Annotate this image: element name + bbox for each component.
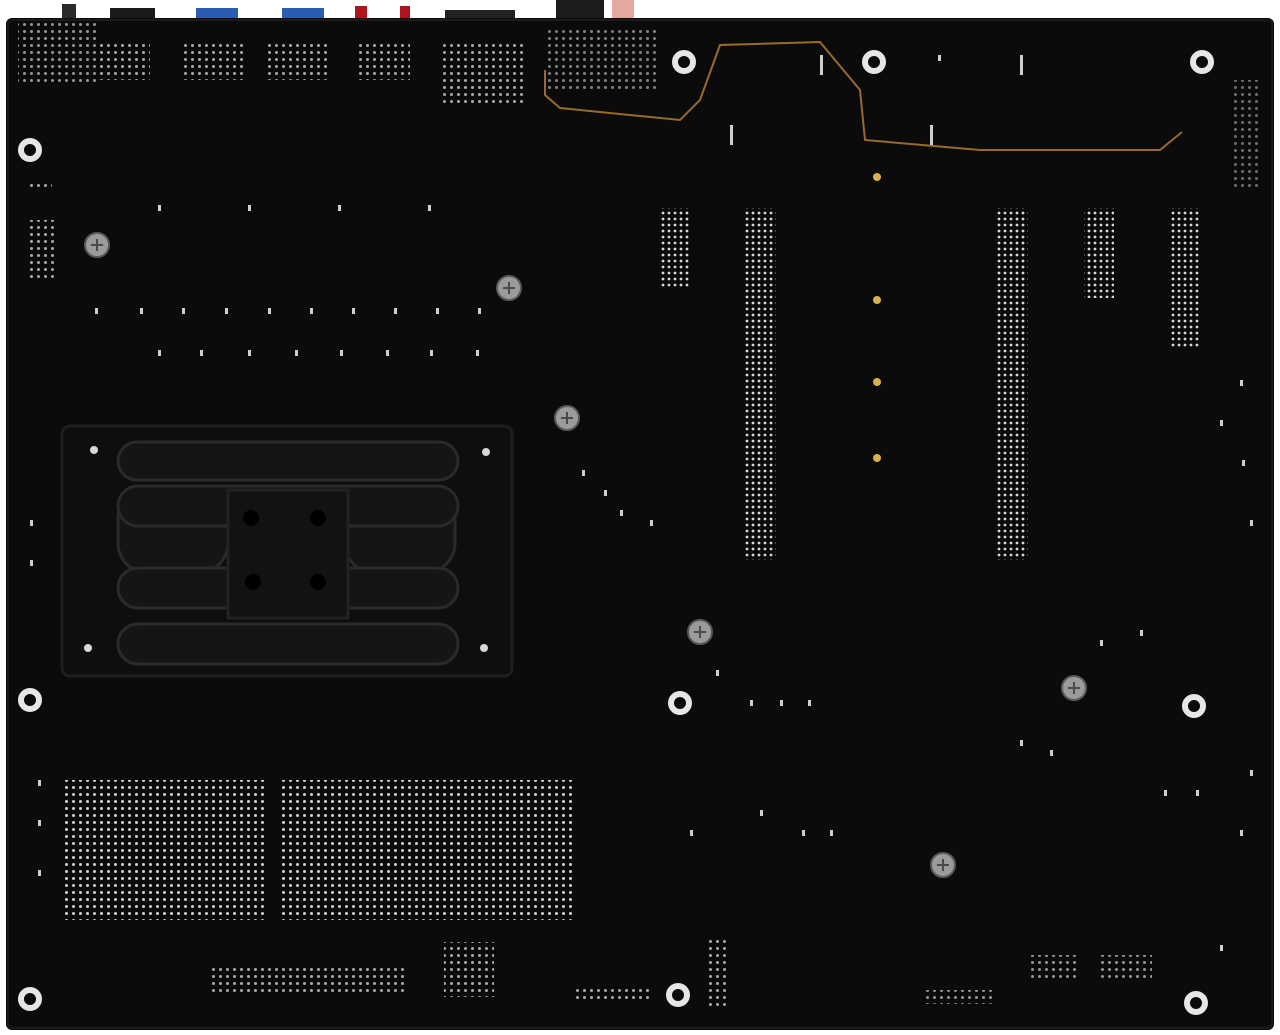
memory-pin-fields (64, 780, 576, 920)
bottom-header-pins (208, 940, 1152, 1006)
pcie-slot-pins (660, 208, 1200, 560)
smd-components (30, 55, 1253, 951)
copper-trace (544, 40, 1183, 151)
left-header-pins (28, 180, 58, 280)
pcb-board (6, 18, 1274, 1030)
io-header-pins (18, 22, 1262, 190)
cpu-backplate (60, 424, 514, 678)
gold-pads (873, 173, 881, 462)
mounting-holes (18, 50, 1214, 1015)
screws (84, 232, 1087, 878)
